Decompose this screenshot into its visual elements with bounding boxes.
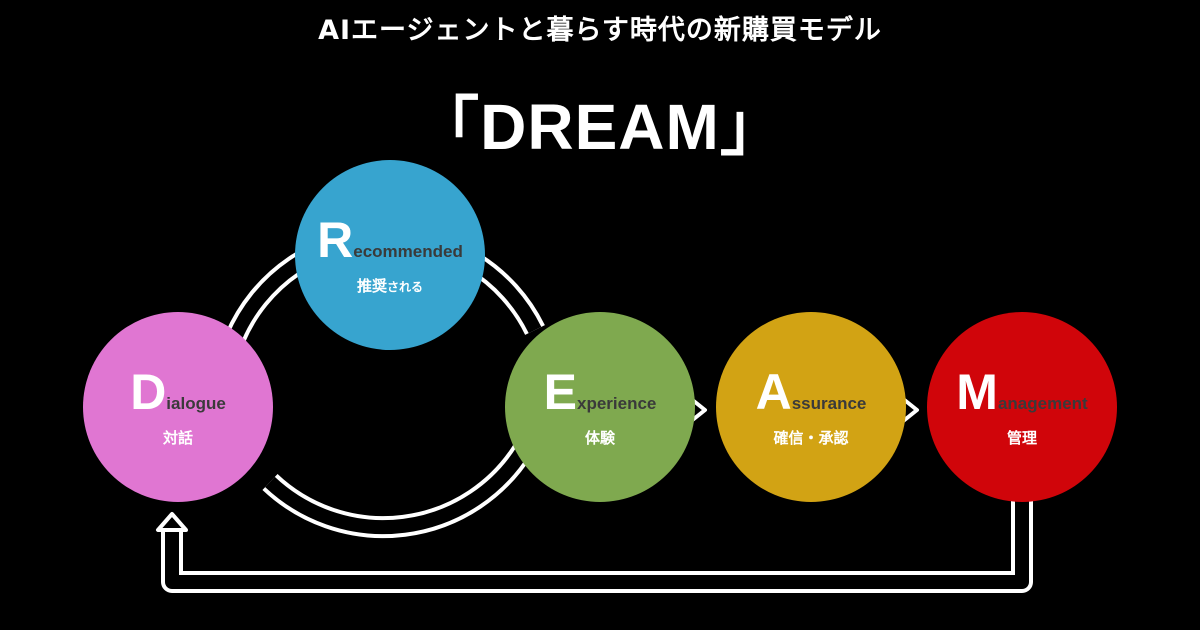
- step-experience: E xperience 体験: [505, 312, 695, 502]
- step-japanese-label: 体験: [584, 428, 615, 447]
- step-assurance: A ssurance 確信・承認: [716, 312, 906, 502]
- return-arrow: [156, 495, 1033, 593]
- step-initial: A: [755, 363, 792, 420]
- step-english-label: M anagement: [956, 367, 1087, 417]
- step-management: M anagement 管理: [927, 312, 1117, 502]
- step-english-label: R ecommended: [317, 215, 463, 265]
- diagram-title: 「DREAM」: [415, 91, 785, 163]
- step-english-label: D ialogue: [130, 367, 226, 417]
- step-initial: E: [543, 363, 577, 420]
- chevron-right-icon: [688, 396, 707, 424]
- step-english-label: E xperience: [544, 367, 657, 417]
- return-arrowhead-icon: [156, 512, 188, 532]
- step-initial: D: [130, 363, 167, 420]
- step-initial: R: [317, 211, 354, 268]
- step-word-rest: anagement: [997, 393, 1088, 413]
- step-japanese-label: 対話: [162, 428, 193, 447]
- step-recommended: R ecommended 推奨される: [295, 160, 485, 350]
- step-word-rest: ssurance: [791, 393, 867, 413]
- chevron-right-icon: [900, 396, 919, 424]
- step-word-rest: ecommended: [353, 241, 463, 261]
- step-japanese-label: 管理: [1006, 428, 1037, 447]
- step-japanese-label: 推奨される: [356, 276, 424, 295]
- step-english-label: A ssurance: [756, 367, 867, 417]
- step-dialogue: D ialogue 対話: [83, 312, 273, 502]
- diagram-subtitle: AIエージェントと暮らす時代の新購買モデル: [318, 15, 882, 46]
- step-word-rest: xperience: [576, 393, 657, 413]
- step-word-rest: ialogue: [166, 393, 226, 413]
- step-initial: M: [956, 363, 998, 420]
- step-japanese-label: 確信・承認: [773, 428, 849, 447]
